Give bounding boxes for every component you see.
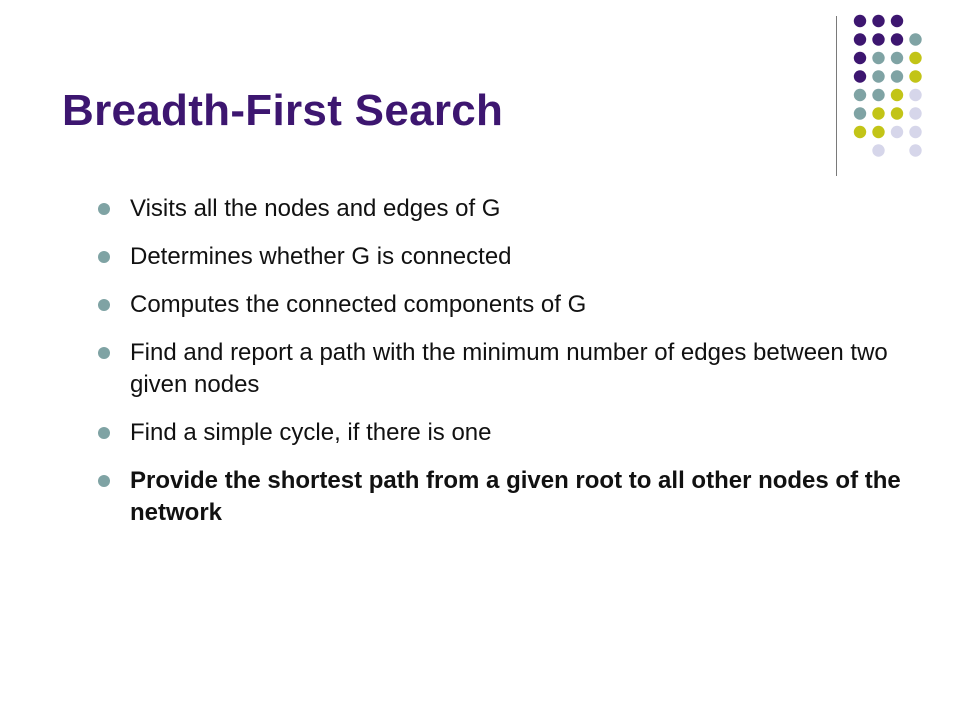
decorative-dot (890, 88, 904, 102)
decorative-dot (909, 107, 922, 120)
title-divider-line (836, 16, 837, 176)
decorative-dot (872, 14, 885, 28)
decorative-dot (853, 88, 867, 102)
decorative-dot (853, 14, 867, 28)
bullet-item: Visits all the nodes and edges of G (98, 193, 918, 225)
decorative-dot (890, 51, 904, 65)
bullet-text: Determines whether G is connected (130, 243, 512, 270)
bullet-marker-icon (98, 251, 110, 263)
decorative-dot (853, 70, 867, 83)
decorative-dot (890, 33, 904, 46)
decorative-dot (853, 51, 867, 65)
decorative-dot (909, 88, 922, 102)
decorative-dot (909, 51, 922, 65)
bullet-item-emphasized: Provide the shortest path from a given r… (98, 465, 918, 529)
decorative-dot (872, 144, 885, 157)
decorative-dot (909, 125, 922, 139)
decorative-dot (872, 70, 885, 83)
decorative-dot (853, 125, 867, 139)
decorative-dot (872, 88, 885, 102)
bullet-item: Find and report a path with the minimum … (98, 337, 918, 401)
decorative-dot (890, 125, 904, 139)
bullet-text: Visits all the nodes and edges of G (130, 195, 501, 222)
bullet-marker-icon (98, 475, 110, 487)
bullet-marker-icon (98, 203, 110, 215)
bullet-marker-icon (98, 299, 110, 311)
decorative-dot (853, 33, 867, 46)
bullet-item: Find a simple cycle, if there is one (98, 417, 918, 449)
decorative-dot (909, 70, 922, 83)
bullet-text: Provide the shortest path from a given r… (130, 467, 901, 526)
bullet-marker-icon (98, 347, 110, 359)
slide-title: Breadth-First Search (62, 86, 504, 135)
decorative-dot (872, 107, 885, 120)
decorative-dot (872, 125, 885, 139)
bullet-marker-icon (98, 427, 110, 439)
decorative-dot-grid (853, 14, 922, 157)
bullet-text: Find and report a path with the minimum … (130, 339, 888, 398)
decorative-dot (890, 14, 904, 28)
bullet-item: Determines whether G is connected (98, 241, 918, 273)
bullet-text: Computes the connected components of G (130, 291, 587, 318)
bullet-list: Visits all the nodes and edges of G Dete… (98, 193, 918, 545)
bullet-text: Find a simple cycle, if there is one (130, 419, 492, 446)
decorative-dot (853, 107, 867, 120)
decorative-dot (872, 33, 885, 46)
decorative-dot (909, 33, 922, 46)
bullet-item: Computes the connected components of G (98, 289, 918, 321)
decorative-dot (909, 144, 922, 157)
decorative-dot (890, 70, 904, 83)
decorative-dot (890, 107, 904, 120)
decorative-dot (872, 51, 885, 65)
